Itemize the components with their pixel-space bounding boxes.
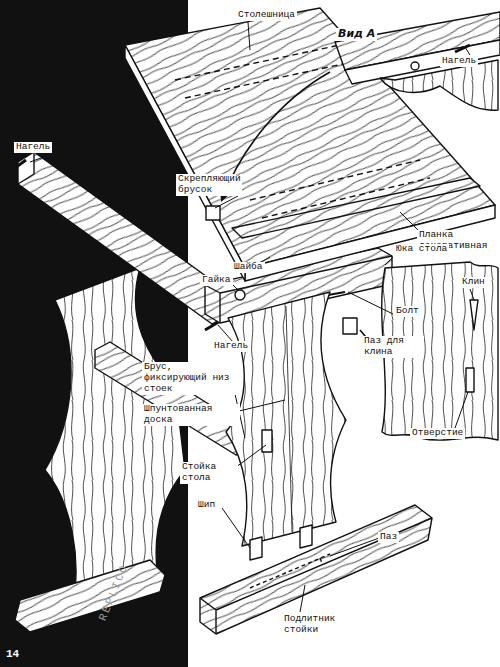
part-label: Паз	[378, 532, 399, 543]
tabletop-side	[125, 45, 245, 281]
watermark: REPLICO	[96, 560, 132, 624]
dowel	[12, 160, 26, 170]
leader	[385, 257, 393, 265]
leader	[222, 508, 250, 548]
lower-rail	[95, 342, 250, 455]
leader	[300, 585, 305, 612]
part-label: Шпунтованная доска	[142, 404, 240, 426]
part-label: Клин	[460, 277, 487, 288]
table-parts	[12, 8, 500, 634]
leader	[348, 292, 393, 314]
part-label: Нагель	[440, 56, 478, 67]
part-label: Нагель	[14, 142, 52, 153]
foot-slot	[250, 554, 330, 588]
leader	[455, 392, 468, 428]
wedge-slot	[262, 430, 272, 452]
wedge	[470, 300, 478, 330]
part-label: Отверстие	[410, 428, 465, 439]
back-foot	[15, 560, 165, 632]
view-title: Вид А	[336, 28, 377, 41]
inset-leg	[380, 60, 498, 110]
page-number: 14	[4, 648, 21, 661]
part-label: Стойка стола	[180, 462, 238, 484]
back-leg	[45, 268, 185, 620]
part-label: Юка стола	[394, 244, 449, 255]
decorative-plank	[232, 178, 480, 238]
leader-lines	[30, 22, 474, 612]
apron-end	[18, 152, 34, 184]
leader	[233, 285, 238, 290]
part-label: Шайба	[232, 262, 265, 273]
part-label: Нагель	[212, 341, 250, 352]
part-label: Столешница	[236, 10, 297, 21]
board-joint	[286, 306, 292, 532]
hole	[466, 368, 474, 392]
part-label: Брус, фиксирующий низ стоек	[142, 362, 236, 395]
part-label: Скрепляющий брусок	[176, 174, 242, 196]
leader	[465, 47, 470, 55]
leader	[470, 289, 474, 300]
part-label: Гайка	[200, 275, 233, 286]
leader	[215, 196, 238, 208]
inset-bolt	[411, 62, 419, 70]
part-label: Подлитник стойки	[282, 614, 350, 636]
part-label: Болт	[394, 306, 421, 317]
part-label: Шип	[196, 500, 217, 511]
leader	[218, 325, 233, 342]
batten-block	[206, 206, 220, 220]
part-label: Паз для клина	[362, 336, 424, 358]
leader	[235, 400, 285, 412]
wedge-groove	[343, 318, 357, 334]
leader	[400, 212, 418, 230]
nut	[235, 290, 245, 300]
leader	[248, 22, 250, 50]
table-stand	[226, 292, 346, 546]
